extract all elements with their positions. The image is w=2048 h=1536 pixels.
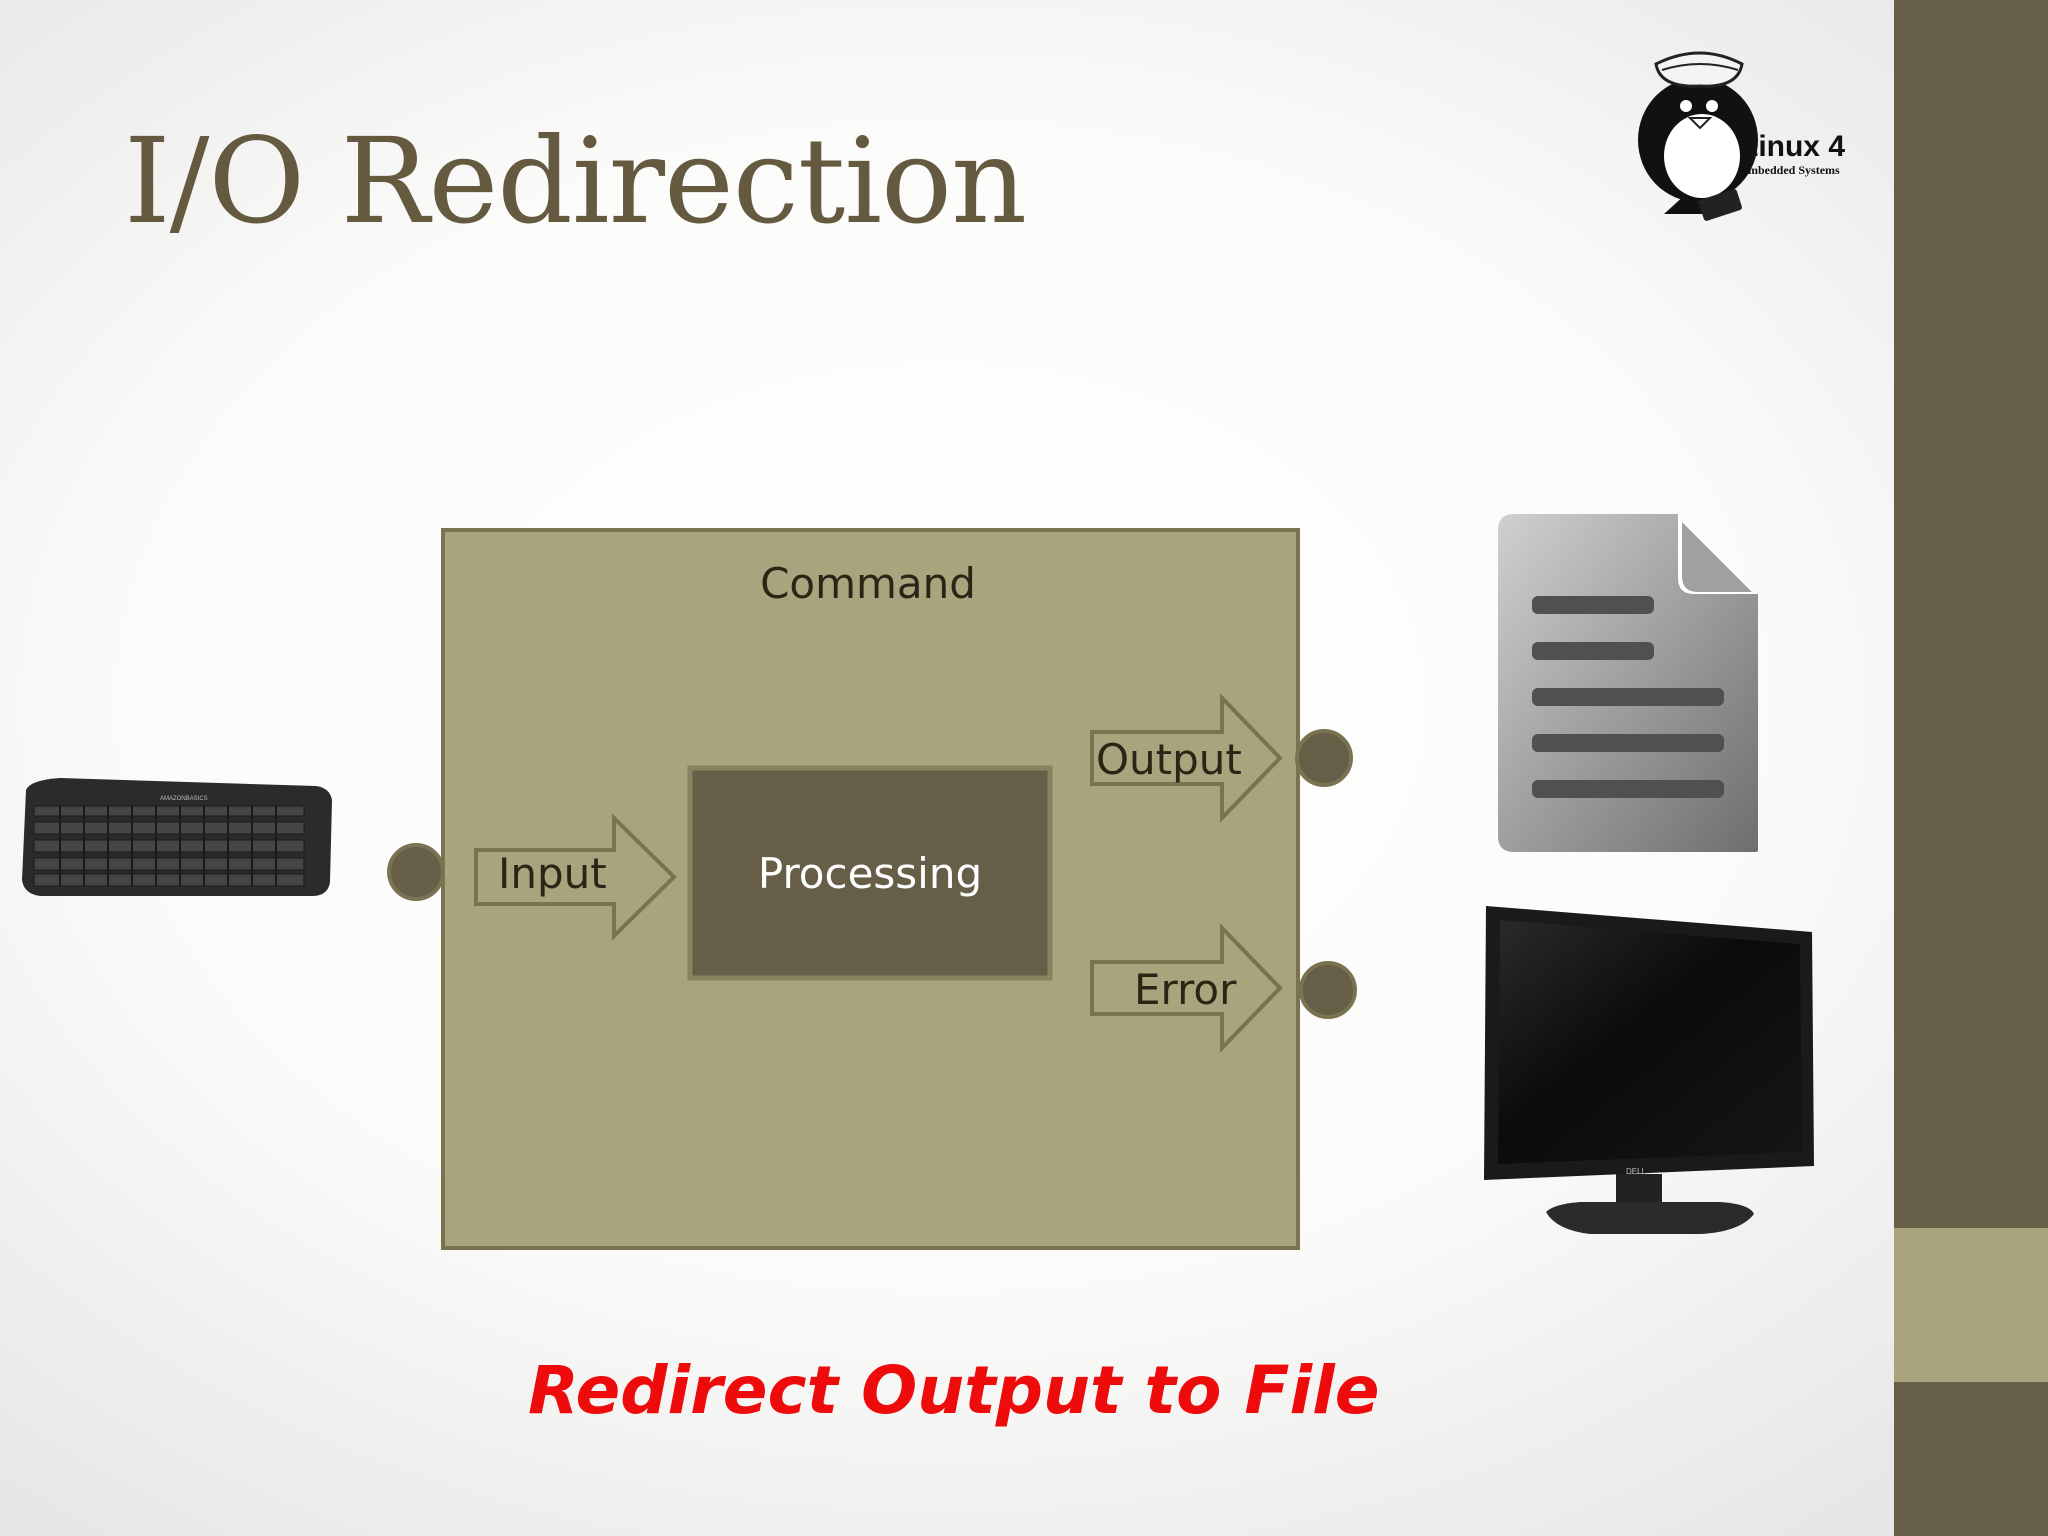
output-label: Output bbox=[1096, 735, 1242, 784]
command-label: Command bbox=[760, 559, 976, 608]
error-label: Error bbox=[1134, 965, 1237, 1014]
monitor-image: DELL bbox=[1484, 906, 1814, 1234]
keyboard-brand-text: AMAZONBASICS bbox=[160, 796, 208, 802]
sidebar-accent-top bbox=[1894, 0, 2048, 1228]
sidebar-accent-bottom bbox=[1894, 1382, 2048, 1536]
processing-box bbox=[687, 765, 1053, 981]
penguin-icon bbox=[1638, 51, 1758, 221]
slide-caption: Redirect Output to File bbox=[528, 1352, 1380, 1429]
output-arrow bbox=[1090, 693, 1283, 823]
input-arrow bbox=[474, 813, 677, 941]
processing-label: Processing bbox=[758, 849, 982, 898]
stdout-connector bbox=[1295, 729, 1353, 787]
logo-text-main: Linux 4 bbox=[1740, 130, 1845, 163]
keyboard-image: AMAZONBASICS bbox=[22, 778, 332, 896]
error-arrow bbox=[1090, 923, 1283, 1053]
monitor-brand-text: DELL bbox=[1626, 1167, 1647, 1176]
stdin-connector bbox=[387, 843, 445, 901]
file-document-icon bbox=[1498, 514, 1758, 852]
linux4-logo: Linux 4 Embedded Systems bbox=[1638, 51, 1845, 221]
logo-text-sub: Embedded Systems bbox=[1740, 163, 1840, 177]
sidebar-accent-middle bbox=[1894, 1228, 2048, 1382]
stderr-connector bbox=[1299, 961, 1357, 1019]
input-label: Input bbox=[498, 849, 607, 898]
slide-title: I/O Redirection bbox=[124, 112, 1027, 250]
